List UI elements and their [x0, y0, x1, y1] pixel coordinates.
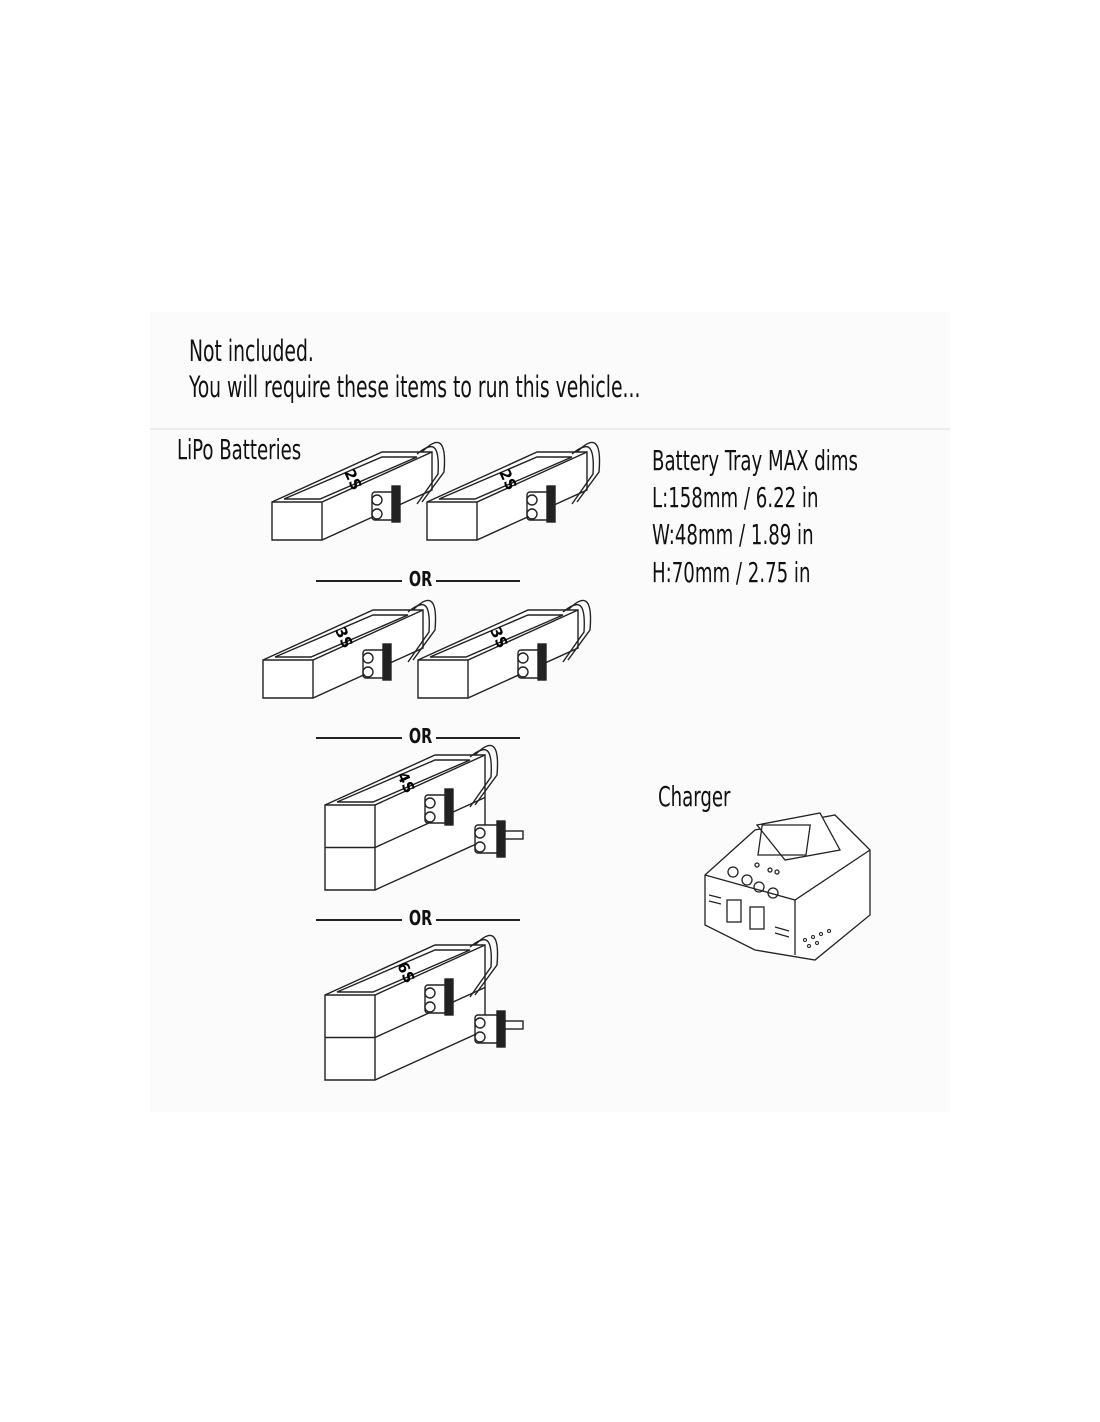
or-line — [436, 580, 520, 582]
or-line — [436, 737, 520, 739]
battery-3s: 3S — [417, 599, 592, 699]
or-label: OR — [408, 724, 433, 748]
requirement-text: You will require these items to run this… — [189, 370, 641, 404]
battery-4s: 4S — [324, 744, 524, 891]
divider — [150, 428, 950, 430]
or-line — [316, 919, 402, 921]
or-line — [316, 580, 402, 582]
or-line — [316, 737, 402, 739]
content-panel — [150, 312, 950, 1112]
battery-2s: 2S — [426, 441, 601, 541]
or-label: OR — [408, 906, 433, 930]
tray-height: H:70mm / 2.75 in — [652, 556, 811, 589]
battery-2s: 2S — [271, 441, 446, 541]
tray-width: W:48mm / 1.89 in — [652, 518, 814, 551]
or-label: OR — [408, 567, 433, 591]
charger-illustration — [704, 812, 871, 961]
tray-dims-title: Battery Tray MAX dims — [652, 444, 858, 477]
not-included-text: Not included. — [189, 334, 314, 368]
battery-3s: 3S — [262, 599, 437, 699]
or-line — [436, 919, 520, 921]
tray-length: L:158mm / 6.22 in — [652, 481, 819, 514]
lipo-batteries-title: LiPo Batteries — [177, 433, 302, 466]
battery-6s: 6S — [324, 934, 524, 1081]
charger-title: Charger — [658, 780, 731, 813]
